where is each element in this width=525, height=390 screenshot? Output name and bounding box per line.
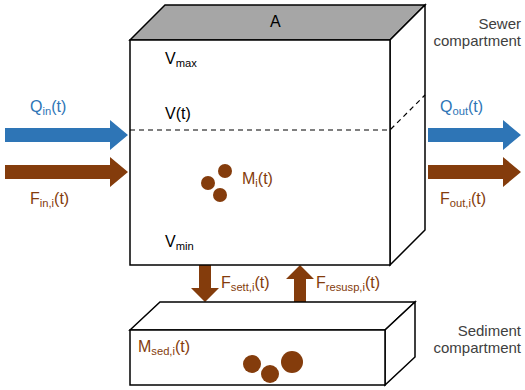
outflow-water-arrow <box>428 120 521 150</box>
inflow-mass-arrow <box>5 157 128 187</box>
flux-arrow <box>191 265 219 302</box>
compartment-heading: Sediment compartment <box>421 322 521 357</box>
sewer-compartment: Sewer compartmentAVmaxV(t)Mi(t)Vmin <box>130 5 425 265</box>
volume-label: Vmin <box>165 233 194 251</box>
flux-arrow <box>286 265 314 302</box>
outflow-mass-arrow <box>428 157 521 187</box>
flow-label: Qout(t) <box>440 98 483 116</box>
compartment-outline <box>130 5 425 265</box>
compartment-heading: Sewer compartment <box>421 15 521 50</box>
volume-label: Vmax <box>165 50 197 68</box>
volume-label: V(t) <box>165 105 191 123</box>
mass-label: Msed,i(t) <box>138 338 190 356</box>
flux-label: Fsett,i(t) <box>221 274 270 292</box>
inflow-water-arrow <box>5 120 128 150</box>
compartment-outline <box>130 302 415 385</box>
sediment-compartment: Sediment compartmentMsed,i(t) <box>130 302 415 385</box>
flux-label: Fresusp,i(t) <box>316 274 380 292</box>
flux-label: Fout,i(t) <box>440 190 486 208</box>
area-label: A <box>270 13 281 31</box>
mass-label: Mi(t) <box>242 170 273 188</box>
flux-label: Fin,i(t) <box>30 190 69 208</box>
flow-label: Qin(t) <box>30 98 66 116</box>
